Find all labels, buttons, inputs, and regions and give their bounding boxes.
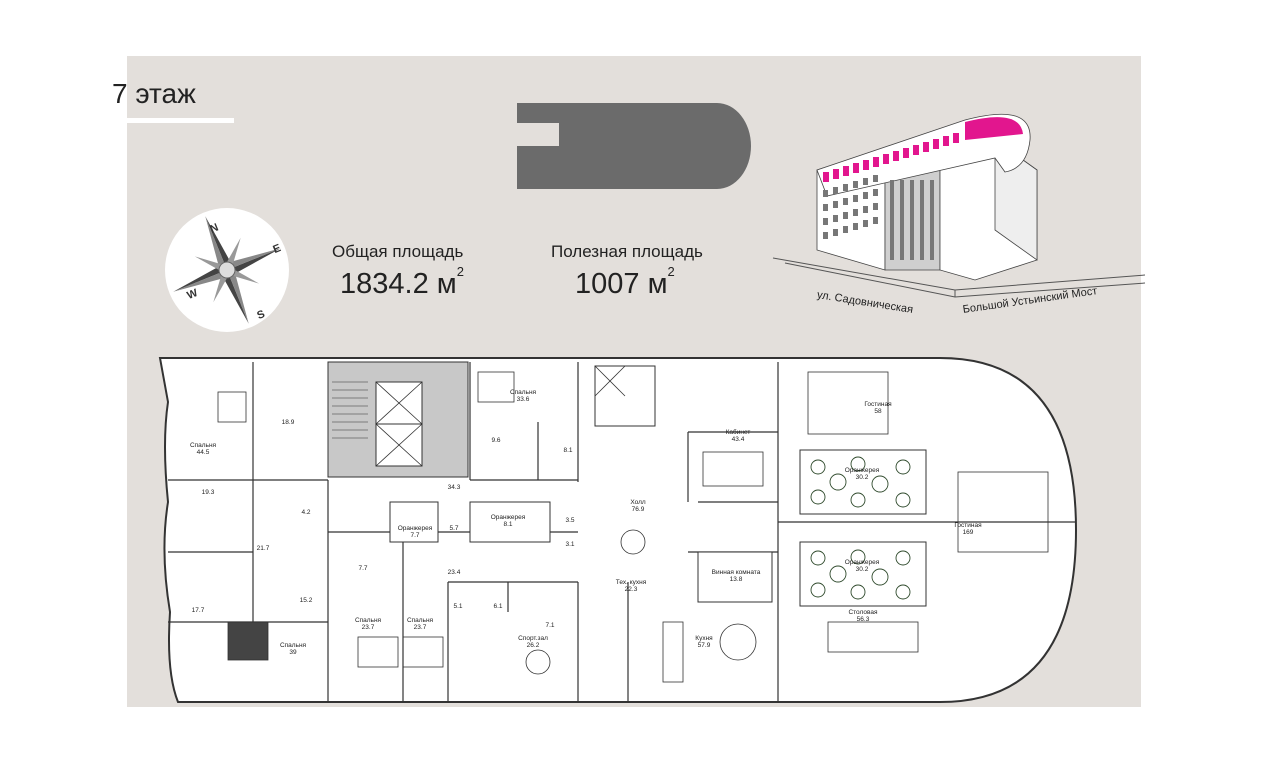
- key-plan-shape: [517, 103, 751, 189]
- room-label-r-152: 15.2: [300, 597, 313, 604]
- key-plan-icon: [517, 103, 751, 189]
- room-label-r-81: 8.1: [563, 447, 572, 454]
- compass-icon: N E S W: [165, 208, 289, 332]
- room-label-r-19: 19.3: [202, 489, 215, 496]
- useful-area-unit-power: 2: [667, 264, 675, 279]
- room-label-r-18: 18.9: [282, 419, 295, 426]
- floor-title: 7 этаж: [112, 78, 196, 109]
- floor-title-underline: [82, 118, 234, 123]
- total-area-label: Общая площадь: [332, 242, 464, 261]
- room-label-r-42: 4.2: [301, 509, 310, 516]
- wine-room: [697, 551, 773, 603]
- room-label-r-57: 5.7: [449, 525, 458, 532]
- greenhouse-7: [389, 501, 439, 543]
- compass-s-label: S: [255, 308, 266, 322]
- greenhouse-30-b: [799, 541, 927, 607]
- room-label-r-96: 9.6: [491, 437, 500, 444]
- total-area-value: 1834.2 м2: [340, 264, 464, 301]
- room-label-r-177: 17.7: [192, 607, 205, 614]
- useful-area-label: Полезная площадь: [551, 242, 703, 261]
- room-label-r-61: 6.1: [493, 603, 502, 610]
- greenhouse-8: [469, 501, 551, 543]
- room-label-r-217: 21.7: [257, 545, 270, 552]
- compass-e-label: E: [271, 242, 282, 256]
- room-label-r-343: 34.3: [448, 484, 461, 491]
- room-label-r-234: 23.4: [448, 569, 461, 576]
- compass-w-label: W: [185, 287, 200, 302]
- room-label-r-71: 7.1: [545, 622, 554, 629]
- building-illustration: [772, 113, 1146, 298]
- useful-area-number: 1007 м: [575, 268, 668, 300]
- room-label-r-77a: 7.7: [358, 565, 367, 572]
- room-label-r-31: 3.1: [565, 541, 574, 548]
- total-area-number: 1834.2 м: [340, 268, 457, 300]
- room-label-r-35: 3.5: [565, 517, 574, 524]
- room-label-r-51: 5.1: [453, 603, 462, 610]
- useful-area-value: 1007 м2: [575, 264, 675, 301]
- compass-n-label: N: [208, 221, 220, 235]
- total-area-unit-power: 2: [456, 264, 464, 279]
